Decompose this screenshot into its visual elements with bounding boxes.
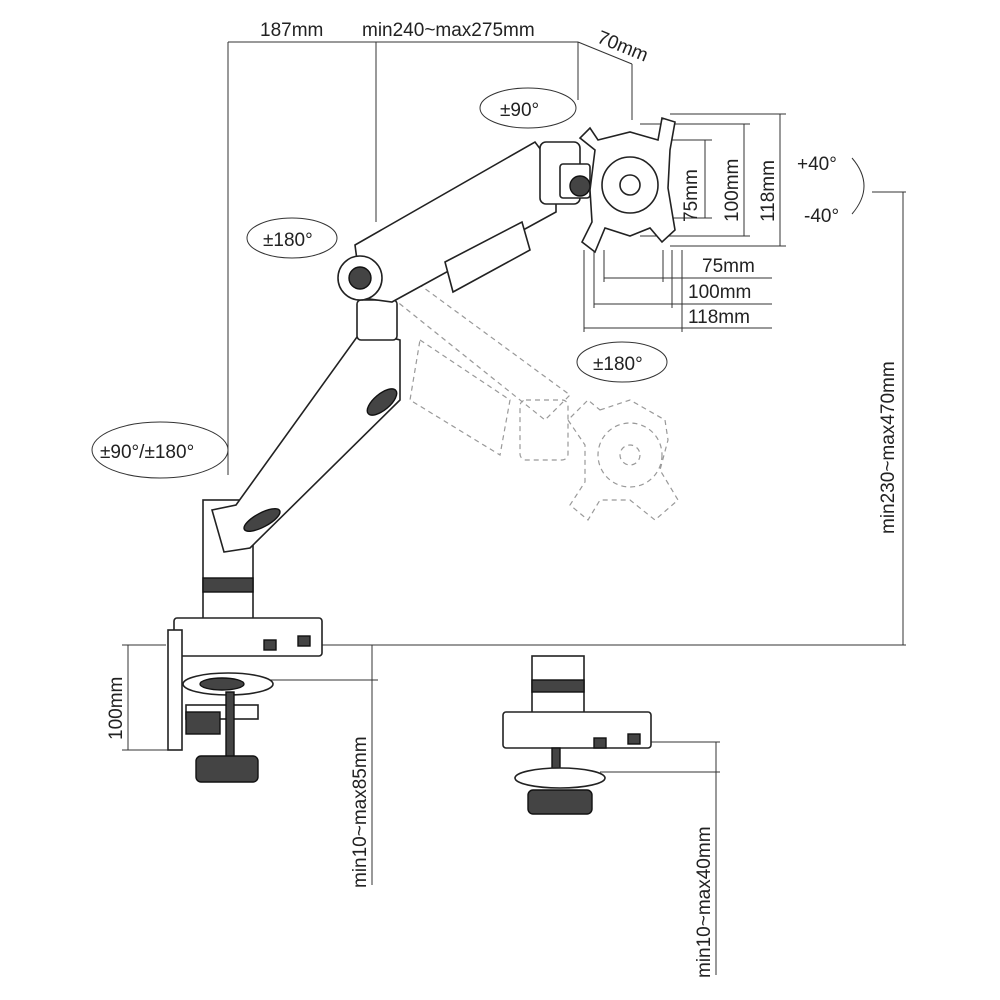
label-vesa-v-75: 75mm bbox=[681, 169, 702, 222]
label-vesa-rotation: ±180° bbox=[593, 354, 643, 375]
grommet-knob bbox=[527, 789, 593, 815]
label-vesa-h-118: 118mm bbox=[688, 307, 750, 328]
lower-arm bbox=[210, 329, 401, 553]
dimension-lines bbox=[122, 41, 906, 975]
label-elbow-rotation: ±180° bbox=[263, 230, 313, 251]
label-vesa-v-100: 100mm bbox=[722, 159, 743, 222]
label-tilt-down: -40° bbox=[804, 206, 839, 227]
label-clamp-range: min10~max85mm bbox=[350, 736, 371, 888]
monitor-arm bbox=[202, 116, 676, 621]
grommet-mount bbox=[502, 655, 652, 815]
label-base-rotation: ±90°/±180° bbox=[100, 442, 194, 463]
rotation-arrows bbox=[91, 87, 865, 479]
label-tilt-up: +40° bbox=[797, 154, 837, 175]
clamp-mount bbox=[167, 617, 323, 783]
ghost-arm-position bbox=[393, 284, 679, 521]
label-top-arm-length: 187mm bbox=[260, 20, 323, 41]
label-vesa-v-118: 118mm bbox=[758, 160, 779, 222]
label-clamp-plate-height: 100mm bbox=[106, 677, 127, 740]
labels: 187mm min240~max275mm 70mm ±90° ±180° ±1… bbox=[100, 20, 899, 978]
label-vesa-h-75: 75mm bbox=[702, 256, 755, 277]
label-grommet-range: min10~max40mm bbox=[694, 826, 715, 978]
label-height-range: min230~max470mm bbox=[878, 361, 899, 534]
label-vesa-h-100: 100mm bbox=[688, 282, 751, 303]
label-head-swivel: ±90° bbox=[500, 100, 539, 121]
label-forearm-length: min240~max275mm bbox=[362, 20, 535, 41]
grommet-base-plate bbox=[502, 711, 652, 749]
clamp-knob bbox=[195, 755, 259, 783]
